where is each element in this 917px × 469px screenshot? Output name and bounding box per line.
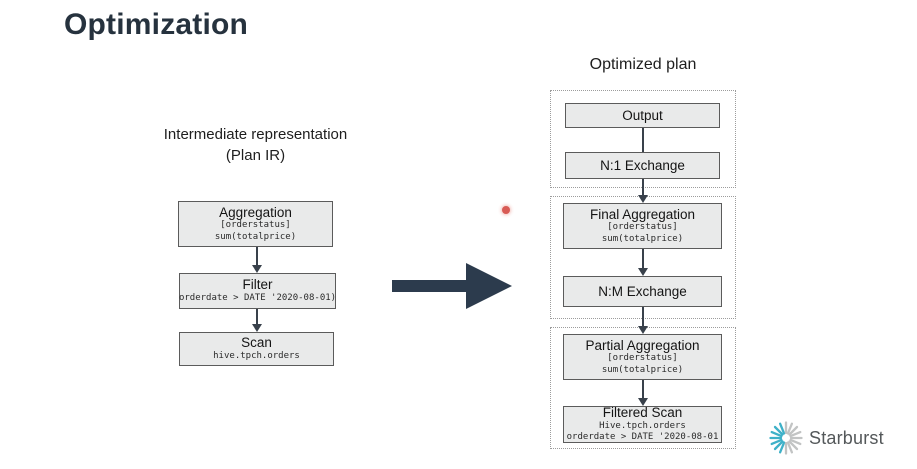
plan-node-title: Aggregation xyxy=(219,204,292,220)
starburst-logo-icon xyxy=(769,421,803,455)
starburst-logo: Starburst xyxy=(768,420,884,456)
plan-node-title: N:M Exchange xyxy=(598,283,687,299)
transform-arrow-icon xyxy=(392,280,468,292)
plan-node-detail: orderdate > DATE '2020-08-01 xyxy=(566,432,719,443)
plan-node-detail: sum(totalprice) xyxy=(601,233,684,244)
plan-node-title: N:1 Exchange xyxy=(600,157,685,173)
plan-node-title: Final Aggregation xyxy=(589,206,696,222)
flow-connector xyxy=(636,128,650,152)
plan-node-n1-exchange: N:1 Exchange xyxy=(565,152,720,179)
slide-title: Optimization xyxy=(64,8,249,41)
laser-pointer-dot xyxy=(502,206,510,214)
plan-node-final-aggregation: Final Aggregation [orderstatus] sum(tota… xyxy=(563,203,722,249)
plan-node-filtered-scan: Filtered Scan Hive.tpch.orders orderdate… xyxy=(563,405,722,443)
flow-arrow-icon xyxy=(636,307,650,334)
plan-node-output: Output xyxy=(565,103,720,128)
flow-arrow-icon xyxy=(250,247,264,273)
plan-node-detail: [orderstatus] xyxy=(607,353,678,364)
flow-arrow-icon xyxy=(250,309,264,332)
flow-arrow-icon xyxy=(636,179,650,203)
plan-node-title: Filter xyxy=(242,277,273,293)
plan-node-title: Filtered Scan xyxy=(602,405,683,421)
plan-node-detail: Hive.tpch.orders xyxy=(599,420,686,431)
left-plan-heading-line1: Intermediate representation xyxy=(163,126,348,143)
plan-node-title: Partial Aggregation xyxy=(585,337,700,353)
plan-node-detail: [orderstatus] xyxy=(607,222,678,233)
plan-node-detail: hive.tpch.orders xyxy=(213,350,300,361)
plan-node-partial-aggregation: Partial Aggregation [orderstatus] sum(to… xyxy=(563,334,722,380)
plan-node-detail: sum(totalprice) xyxy=(601,364,684,375)
flow-arrow-icon xyxy=(636,249,650,276)
plan-node-title: Output xyxy=(622,107,663,123)
starburst-logo-label: Starburst xyxy=(809,427,884,448)
optimized-plan-heading: Optimized plan xyxy=(589,56,697,73)
left-plan-heading: Intermediate representation (Plan IR) xyxy=(123,124,388,166)
plan-node-aggregation: Aggregation [orderstatus] sum(totalprice… xyxy=(178,201,333,247)
left-plan-heading-line2: (Plan IR) xyxy=(225,147,286,164)
plan-node-filter: Filter orderdate > DATE '2020-08-01) xyxy=(179,273,336,309)
plan-node-scan: Scan hive.tpch.orders xyxy=(179,332,334,366)
plan-node-detail: [orderstatus] xyxy=(220,220,291,231)
plan-node-nm-exchange: N:M Exchange xyxy=(563,276,722,307)
flow-arrow-icon xyxy=(636,380,650,406)
plan-node-detail: orderdate > DATE '2020-08-01) xyxy=(178,292,337,303)
plan-node-detail: sum(totalprice) xyxy=(214,231,297,242)
plan-node-title: Scan xyxy=(241,335,272,351)
transform-arrow-head-icon xyxy=(466,263,512,309)
